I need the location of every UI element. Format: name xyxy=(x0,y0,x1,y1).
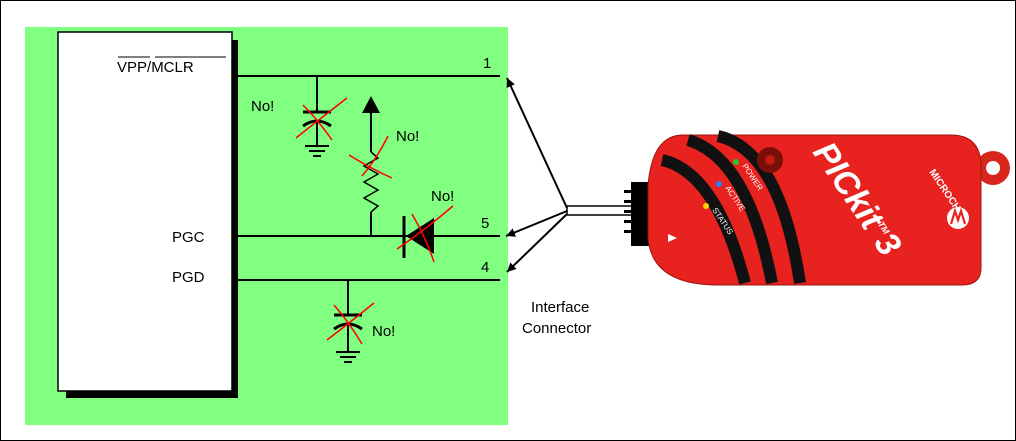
diode-strike xyxy=(396,205,454,263)
microchip-logo-icon xyxy=(947,207,969,229)
body-stripes xyxy=(660,130,806,285)
pgc-label: PGC xyxy=(172,229,205,246)
connector-cable xyxy=(566,205,640,216)
connector-label-line2: Connector xyxy=(522,320,591,337)
warning-diode: No! xyxy=(431,188,454,205)
slash-label: / xyxy=(147,59,152,76)
mclr-label: MCLR xyxy=(151,59,194,76)
vpp-capacitor-strike xyxy=(295,97,348,141)
vpp-mclr-label: VPP/MCLR xyxy=(117,56,226,76)
warning-resistor: No! xyxy=(396,128,419,145)
pin-number-5: 5 xyxy=(481,215,489,232)
warning-pgd-capacitor: No! xyxy=(372,323,395,340)
pin-number-4: 4 xyxy=(481,259,489,276)
status-led xyxy=(703,203,709,209)
svg-text:VPP/MCLR: VPP/MCLR xyxy=(117,59,194,76)
connector-label-line1: Interface xyxy=(531,299,589,316)
vpp-capacitor xyxy=(302,76,332,157)
resistor-strike xyxy=(348,135,393,179)
lanyard-ring xyxy=(976,151,1010,185)
connector-arrows xyxy=(505,77,568,273)
warning-vpp-capacitor: No! xyxy=(251,98,274,115)
triangle-icon xyxy=(668,234,677,242)
vpp-label: VPP xyxy=(117,59,147,76)
button-icon xyxy=(757,147,783,173)
header-pins xyxy=(624,182,650,246)
mcu-body xyxy=(57,31,233,392)
power-led xyxy=(733,159,739,165)
pin-number-1: 1 xyxy=(483,55,491,72)
pgd-label: PGD xyxy=(172,269,205,286)
pickit3-programmer: POWER ACTIVE STATUS PICkitTM3 MICROCHIP xyxy=(624,130,1010,286)
pgd-capacitor-strike xyxy=(326,302,375,345)
status-leds xyxy=(703,159,739,209)
active-led xyxy=(716,181,722,187)
